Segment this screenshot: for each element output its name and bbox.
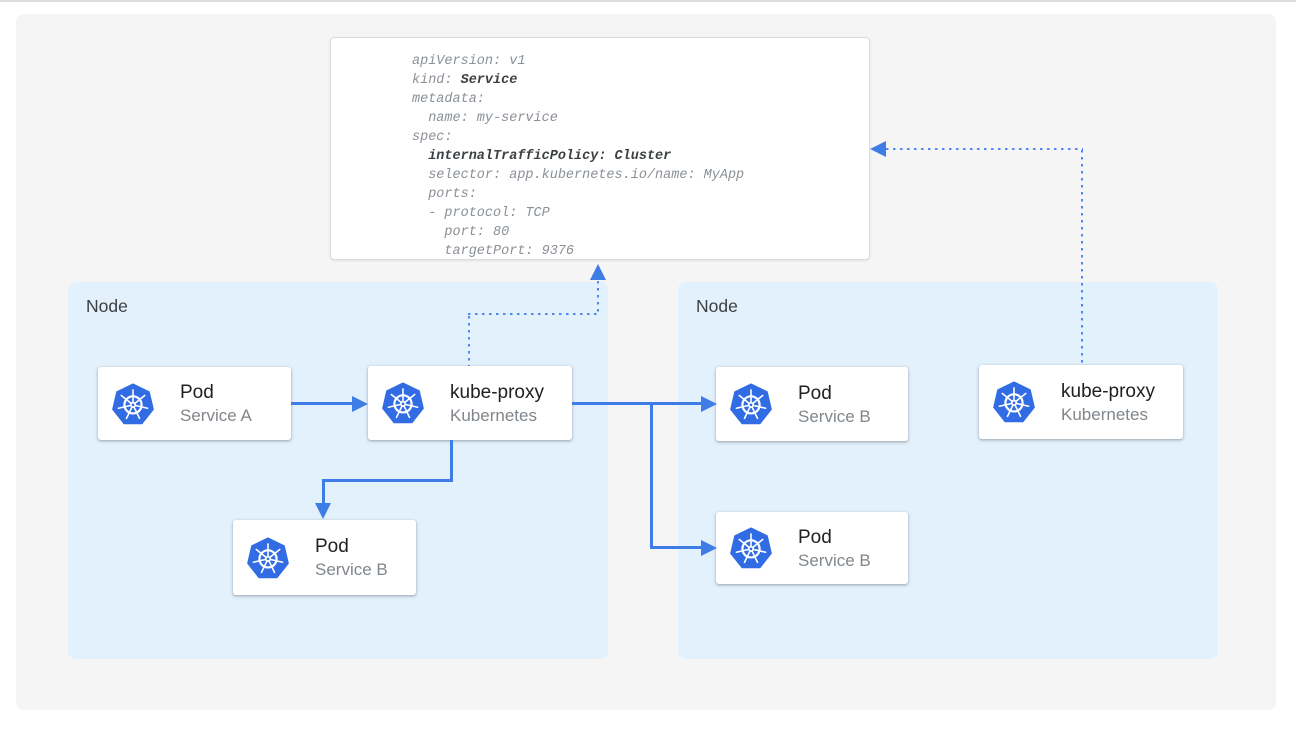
- dotted-segment: [468, 316, 470, 366]
- card-subtitle: Kubernetes: [1061, 404, 1148, 424]
- kubernetes-icon: [381, 381, 425, 425]
- card-subtitle: Service B: [798, 406, 871, 426]
- line-segment: [322, 479, 453, 482]
- card-subtitle: Service B: [798, 550, 871, 570]
- card-pod-service-a: Pod Service A: [98, 367, 291, 440]
- arrowhead-left: [870, 141, 886, 157]
- arrowhead-up: [590, 264, 606, 280]
- node-left: Node: [68, 282, 608, 659]
- line-segment: [450, 440, 453, 482]
- arrowhead-down: [315, 503, 331, 519]
- kubernetes-icon: [729, 382, 773, 426]
- card-title: Pod: [180, 382, 214, 403]
- card-title: kube-proxy: [450, 381, 544, 403]
- dotted-segment: [597, 281, 599, 315]
- line-segment: [572, 402, 702, 405]
- card-title: Pod: [798, 382, 832, 404]
- kubernetes-icon: [111, 382, 155, 426]
- card-title: Pod: [315, 536, 349, 557]
- arrowhead-right: [701, 540, 717, 556]
- card-pod-service-b-right-2: Pod Service B: [716, 512, 908, 584]
- card-pod-service-b-left: Pod Service B: [233, 520, 416, 595]
- line-segment: [650, 402, 653, 549]
- card-subtitle: Service B: [315, 560, 388, 579]
- dotted-segment: [886, 148, 1083, 150]
- card-kube-proxy-right: kube-proxy Kubernetes: [979, 365, 1183, 439]
- node-right: Node: [678, 282, 1218, 659]
- card-subtitle: Kubernetes: [450, 405, 537, 425]
- node-left-label: Node: [86, 296, 128, 316]
- line-segment: [650, 546, 702, 549]
- card-title: kube-proxy: [1061, 380, 1155, 402]
- line-segment: [322, 479, 325, 504]
- kubernetes-icon: [246, 536, 290, 580]
- kubernetes-icon: [992, 380, 1036, 424]
- line-segment: [291, 402, 353, 405]
- arrowhead-right: [352, 396, 368, 412]
- card-pod-service-b-right-1: Pod Service B: [716, 367, 908, 441]
- arrowhead-right: [701, 396, 717, 412]
- dotted-segment: [1081, 150, 1083, 365]
- kubernetes-icon: [729, 526, 773, 570]
- node-right-label: Node: [696, 296, 738, 316]
- card-kube-proxy-left: kube-proxy Kubernetes: [368, 366, 572, 440]
- top-divider: [0, 0, 1296, 2]
- card-subtitle: Service A: [180, 406, 252, 425]
- card-title: Pod: [798, 526, 832, 548]
- dotted-segment: [468, 313, 600, 315]
